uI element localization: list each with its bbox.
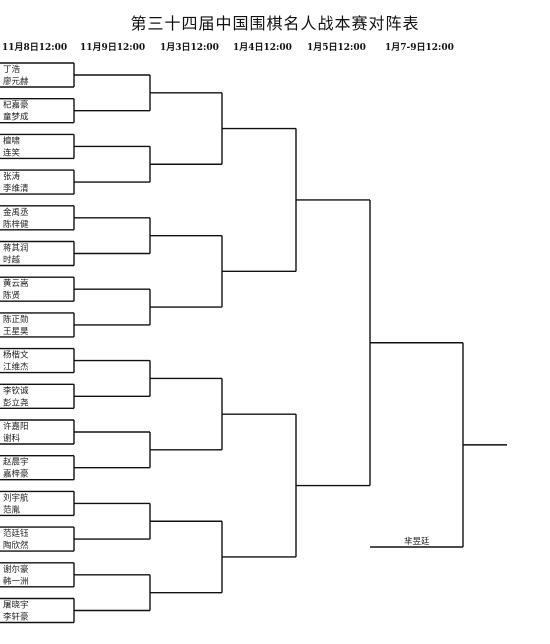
player-name: 黄云嵩	[3, 278, 29, 289]
player-name: 彭立尧	[3, 397, 29, 408]
player-name: 丁浩	[3, 64, 21, 75]
player-name: 谢科	[3, 433, 21, 444]
page-title: 第三十四届中国围棋名人战本赛对阵表	[130, 14, 420, 33]
player-name: 陈梓健	[3, 219, 29, 230]
round-header-4: 1月4日12:00	[233, 43, 292, 53]
player-name: 刘宇航	[3, 492, 29, 503]
player-name: 蒋其润	[3, 243, 29, 254]
player-name: 连笑	[3, 147, 21, 158]
player-name: 李轩豪	[3, 612, 29, 623]
final-seed-name: 芈昱廷	[404, 536, 430, 547]
round-header-1: 11月8日12:00	[2, 43, 68, 53]
player-name: 谢尔豪	[3, 564, 29, 575]
player-name: 李维清	[3, 183, 29, 194]
player-name: 韩一洲	[3, 576, 29, 587]
player-name: 杞嘉豪	[3, 100, 29, 111]
player-name: 廖元赫	[3, 76, 29, 87]
player-name: 赵晨宇	[3, 457, 29, 468]
player-name: 王星昊	[3, 327, 29, 337]
player-name: 杨楷文	[3, 350, 29, 361]
player-name: 时越	[3, 255, 21, 266]
player-name: 嘉梓豪	[3, 469, 29, 480]
round-header-6: 1月7-9日12:00	[385, 43, 454, 53]
player-name: 陈贤	[3, 290, 21, 301]
player-name: 陶欣然	[3, 540, 29, 551]
player-name: 屠晓宇	[3, 600, 29, 611]
round-header-5: 1月5日12:00	[307, 43, 366, 53]
player-name: 江维杰	[3, 362, 29, 373]
player-name: 许嘉阳	[3, 421, 29, 432]
player-name: 范廷钰	[3, 528, 29, 539]
player-name: 童梦成	[3, 112, 29, 123]
player-name: 范胤	[3, 504, 21, 515]
round-header-2: 11月9日12:00	[80, 43, 146, 53]
player-name: 陈正勋	[3, 314, 29, 325]
player-name: 张涛	[3, 171, 21, 182]
round-header-3: 1月3日12:00	[160, 43, 219, 53]
player-name: 李钦诚	[3, 385, 29, 396]
player-name: 檀啸	[3, 135, 21, 146]
player-name: 金禹丞	[3, 207, 29, 218]
